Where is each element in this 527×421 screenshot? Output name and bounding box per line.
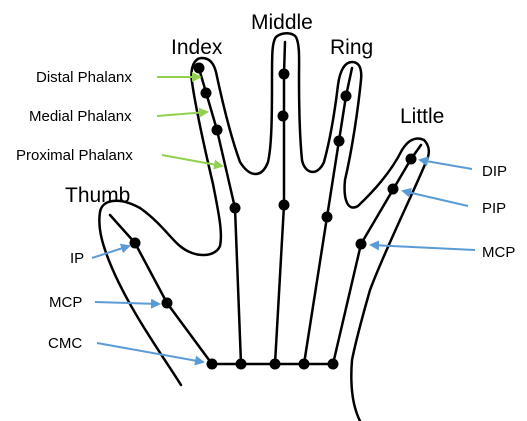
middle-label: Middle	[251, 11, 313, 34]
middle-cmc-joint	[270, 359, 281, 370]
index-pip-joint	[212, 125, 223, 136]
thumb-bone-line	[110, 215, 135, 243]
index-mcp-joint	[230, 203, 241, 214]
medial-phalanx-arrow	[157, 112, 207, 116]
index-dip-joint	[201, 88, 212, 99]
middle-dip-joint	[279, 69, 290, 80]
thumb-ip-joint	[130, 238, 141, 249]
cmc-arrow	[97, 343, 203, 362]
ring-label: Ring	[330, 36, 373, 59]
medial-phalanx-label: Medial Phalanx	[29, 108, 132, 125]
ring-bone-line	[304, 217, 327, 364]
index-bone-line	[235, 208, 241, 364]
dip-arrow	[420, 160, 472, 169]
dip-label: DIP	[482, 163, 507, 180]
mcp-thumb-arrow	[95, 302, 159, 304]
thumb-mcp-joint	[162, 298, 173, 309]
proximal-phalanx-arrow	[162, 155, 222, 166]
index-tip-joint	[194, 63, 205, 74]
little-label: Little	[400, 105, 444, 128]
little-bone-line	[361, 159, 411, 244]
thumb-bone-line	[135, 243, 167, 303]
ring-bone-line	[327, 96, 346, 217]
ring-dip-joint	[341, 91, 352, 102]
mcp-little-label: MCP	[482, 244, 515, 261]
thumb-cmc-joint	[207, 359, 218, 370]
middle-bone-line	[275, 205, 284, 364]
ip-arrow	[92, 246, 129, 258]
mcp-thumb-label: MCP	[49, 294, 82, 311]
little-mcp-joint	[356, 239, 367, 250]
proximal-phalanx-label: Proximal Phalanx	[16, 147, 133, 164]
index-cmc-joint	[236, 359, 247, 370]
little-cmc-joint	[328, 359, 339, 370]
thumb-label: Thumb	[65, 184, 130, 207]
phalanx-arrows	[157, 77, 222, 166]
thumb-bone-line	[167, 303, 212, 364]
index-label: Index	[171, 36, 223, 59]
ring-mcp-joint	[322, 212, 333, 223]
little-bone-line	[333, 244, 361, 364]
pip-label: PIP	[482, 200, 506, 217]
middle-pip-joint	[278, 111, 289, 122]
ring-pip-joint	[334, 136, 345, 147]
ip-label: IP	[70, 250, 84, 267]
hand-skeleton	[110, 42, 421, 364]
ring-cmc-joint	[299, 359, 310, 370]
middle-mcp-joint	[279, 200, 290, 211]
pip-arrow	[403, 191, 468, 206]
little-dip-joint	[406, 154, 417, 165]
distal-phalanx-label: Distal Phalanx	[36, 69, 132, 86]
cmc-label: CMC	[48, 335, 82, 352]
little-pip-joint	[388, 184, 399, 195]
